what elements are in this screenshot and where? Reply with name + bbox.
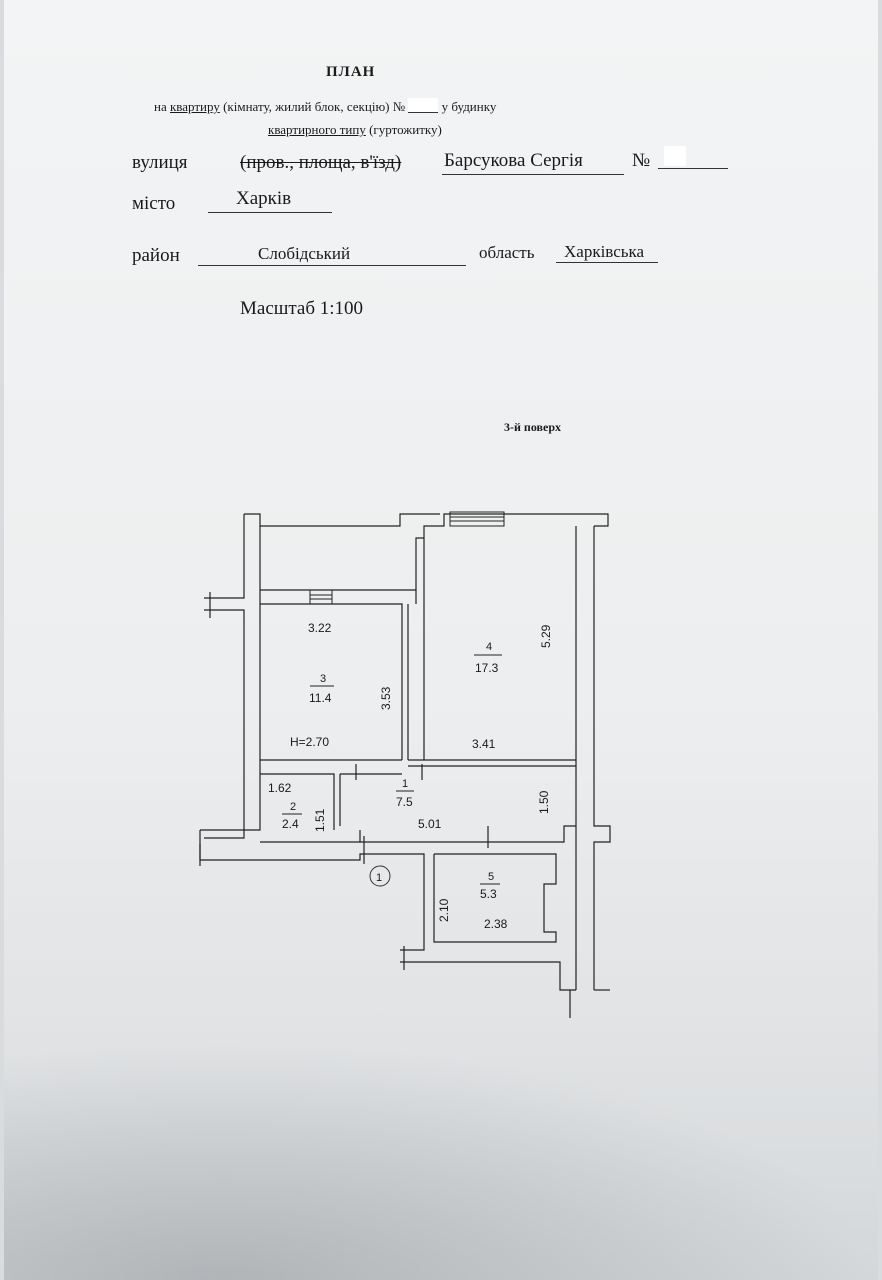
subtitle-prefix: на	[154, 99, 167, 114]
building-type-rest: (гуртожитку)	[369, 122, 442, 137]
street-underline	[442, 174, 624, 175]
subtitle-suffix: у будинку	[441, 99, 497, 114]
city-label: місто	[132, 193, 176, 214]
photo-shadow	[4, 1040, 878, 1280]
region-underline	[556, 262, 658, 263]
room-2-number: 2	[290, 801, 296, 813]
room-2-area: 2.4	[282, 817, 299, 831]
document-page: ПЛАН на квартиру (кімнату, жилий блок, с…	[4, 0, 878, 1280]
plan-walls	[199, 513, 611, 991]
subtitle-underlined: квартиру	[169, 99, 220, 114]
document-title: ПЛАН	[326, 64, 376, 80]
scale-label: Масштаб 1:100	[240, 298, 364, 319]
region-label: область	[479, 243, 535, 262]
building-type-underlined: квартирного типу	[268, 122, 366, 137]
building-type-line: квартирного типу (гуртожитку)	[268, 122, 442, 138]
district-value: Слобідський	[258, 244, 351, 263]
redacted-house-number	[664, 146, 686, 166]
room-4-number: 4	[486, 641, 492, 653]
dim-3-41: 3.41	[472, 737, 496, 751]
dim-3-22: 3.22	[308, 621, 332, 635]
redacted-apartment-number	[408, 98, 439, 113]
room-3-number: 3	[320, 673, 326, 685]
dim-5-01: 5.01	[418, 817, 442, 831]
room-5-area: 5.3	[480, 887, 497, 901]
street-value: Барсукова Сергія	[444, 150, 583, 171]
district-underline	[198, 265, 466, 266]
door-marks	[199, 592, 571, 1018]
number-label: №	[632, 150, 651, 171]
room-3-area: 11.4	[309, 691, 332, 705]
district-label: район	[132, 245, 180, 266]
dim-2-38: 2.38	[484, 917, 508, 931]
city-value: Харків	[236, 188, 292, 209]
dim-5-29: 5.29	[539, 624, 553, 648]
street-options: (пров., площа, в'їзд)	[240, 152, 402, 173]
windows	[309, 511, 505, 605]
region-value: Харківська	[564, 242, 645, 261]
floor-plan: 1 3 11.4 4 17.3 1 7.5 2 2.4 5 5.3 3.22 3…	[199, 511, 611, 1018]
dim-2-10: 2.10	[437, 898, 451, 922]
entrance-mark: 1	[376, 872, 382, 884]
entrance-circle	[369, 865, 391, 887]
ceiling-height: H=2.70	[290, 735, 329, 749]
dim-1-50: 1.50	[537, 790, 551, 814]
room-1-number: 1	[402, 778, 408, 790]
number-underline	[658, 168, 728, 169]
subtitle-rest: (кімнату, жилий блок, секцію) №	[223, 99, 406, 114]
room-5-number: 5	[488, 871, 494, 883]
room-1-area: 7.5	[396, 795, 413, 809]
room-4-area: 17.3	[475, 661, 499, 675]
dim-3-53: 3.53	[379, 686, 393, 710]
dim-1-51: 1.51	[313, 808, 327, 832]
city-underline	[208, 212, 332, 213]
floor-label: 3-й поверх	[504, 420, 562, 434]
street-label: вулиця	[132, 152, 188, 173]
subtitle-line: на квартиру (кімнату, жилий блок, секцію…	[154, 98, 496, 115]
dim-1-62: 1.62	[268, 781, 292, 795]
